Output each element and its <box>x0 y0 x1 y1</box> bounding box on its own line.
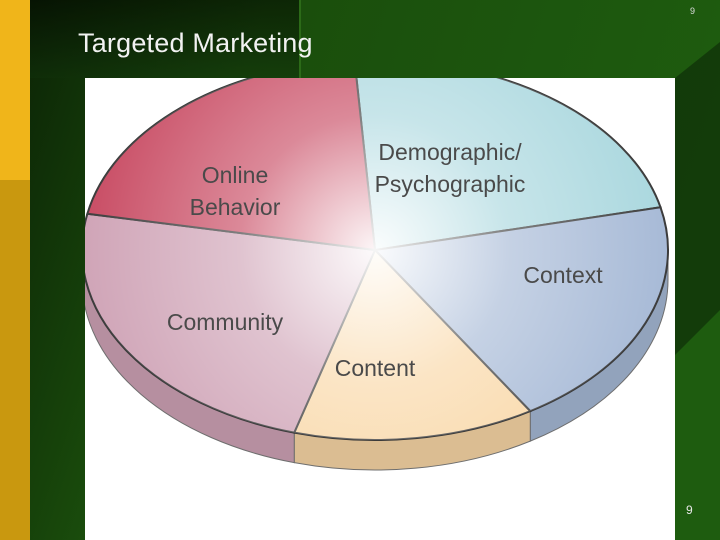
left-band-top <box>0 0 30 180</box>
pie-slice-label: Context <box>523 262 603 288</box>
left-band-bottom <box>0 180 30 540</box>
page-number-bottom: 9 <box>686 503 693 517</box>
right-shadow <box>675 42 720 355</box>
slide-title: Targeted Marketing <box>78 28 313 58</box>
pie-slice-label: Demographic/Psychographic <box>375 139 526 197</box>
page-number-top: 9 <box>690 6 696 16</box>
pie-slice-label-line: Demographic/ <box>378 139 522 165</box>
pie-slice-label-line: Online <box>202 162 268 188</box>
pie-slice-label-line: Behavior <box>190 194 281 220</box>
pie-highlight <box>85 78 668 440</box>
pie-slice-label: Content <box>335 355 416 381</box>
pie-slice-label-line: Psychographic <box>375 171 526 197</box>
pie-slice-label-line: Content <box>335 355 416 381</box>
pie-slice-label-line: Context <box>523 262 603 288</box>
dark-corner-shade <box>30 0 300 78</box>
pie-slice-label-line: Community <box>167 309 284 335</box>
pie-slice-label: Community <box>167 309 284 335</box>
